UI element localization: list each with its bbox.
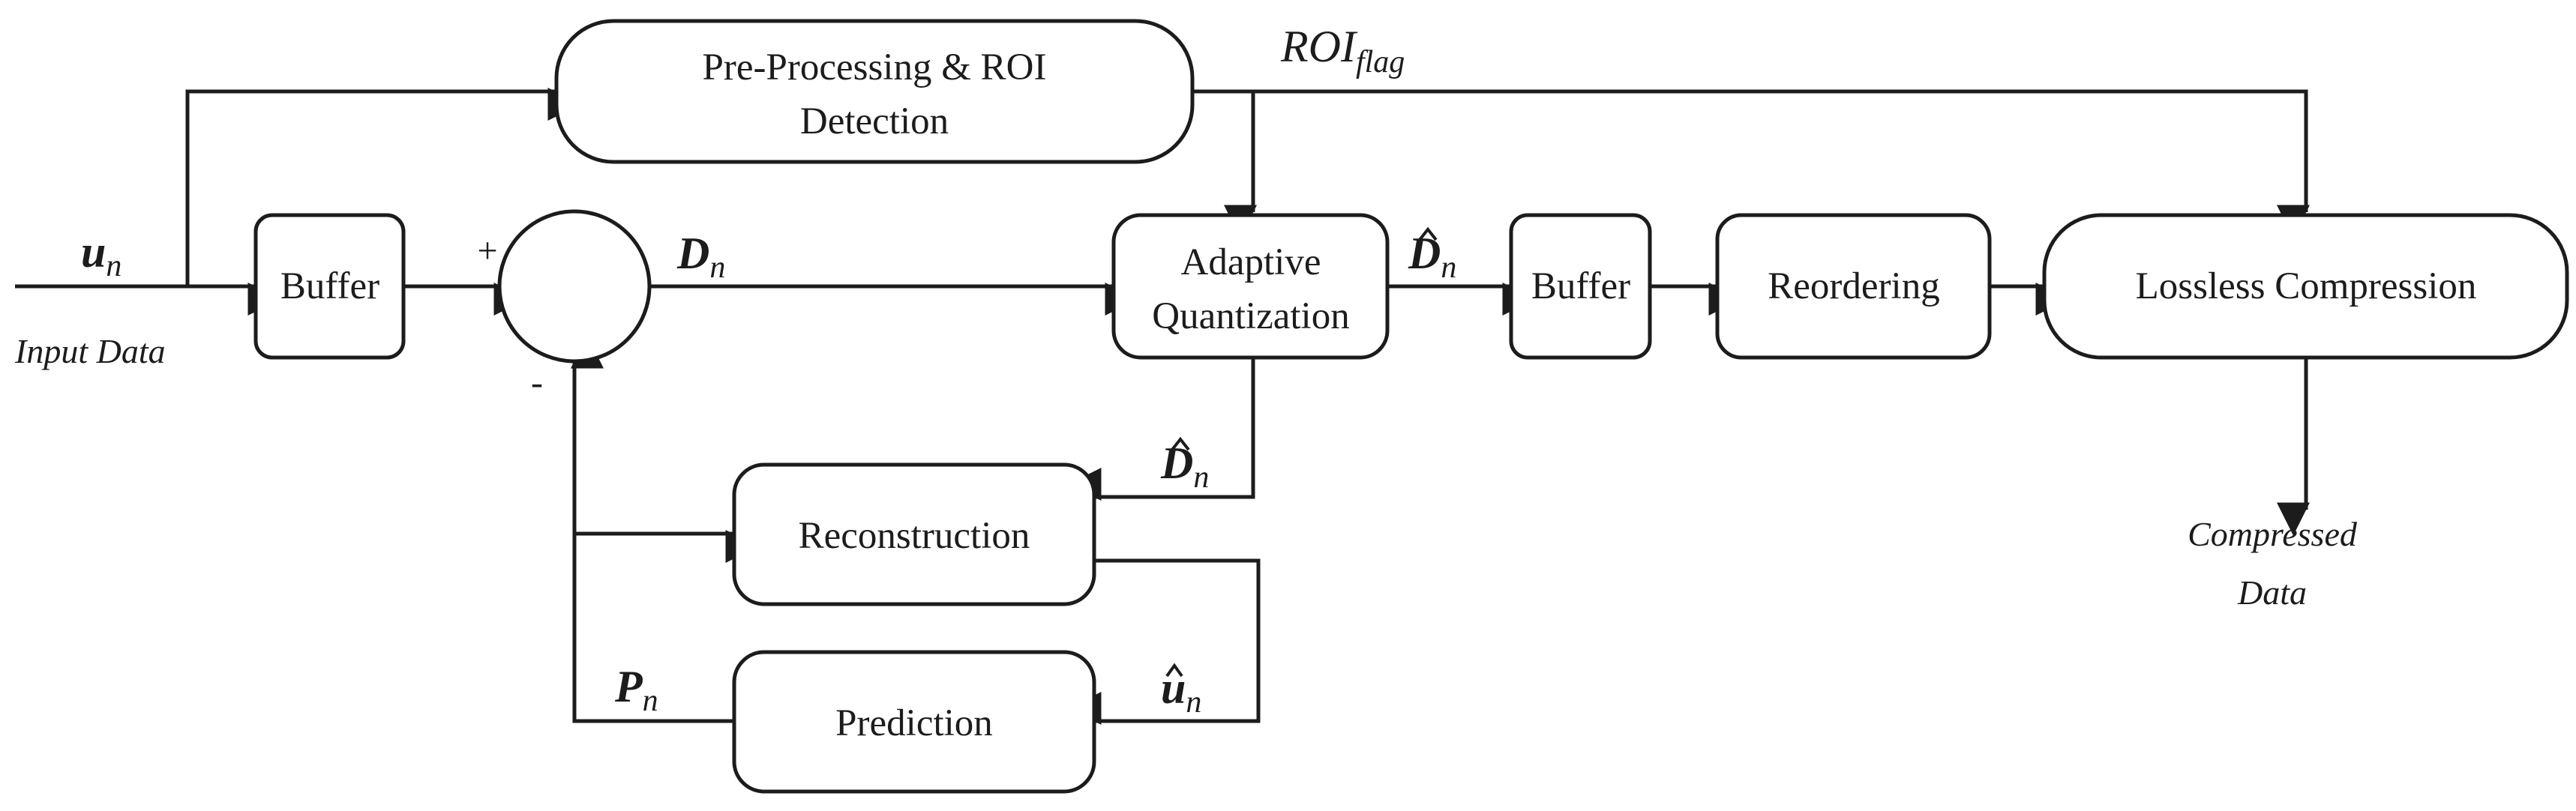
input-to-preprocessing-line bbox=[185, 88, 581, 286]
adaptive-quantization-label-line2: Quantization bbox=[1152, 295, 1349, 337]
buffer-output-block: Buffer bbox=[1509, 213, 1652, 360]
lossless-compression-label: Lossless Compression bbox=[2136, 265, 2477, 307]
summing-junction: + - bbox=[477, 209, 652, 403]
reordering-block: Reordering bbox=[1715, 213, 1992, 360]
buffer-output-label: Buffer bbox=[1531, 265, 1630, 307]
signal-d-hat-n-output: Dn bbox=[1408, 226, 1456, 285]
buffer-input-block: Buffer bbox=[253, 213, 406, 360]
signal-u-hat-n: un bbox=[1161, 663, 1201, 720]
signal-u-n: un bbox=[81, 227, 121, 283]
roi-flag-to-lossless-line bbox=[1192, 89, 2310, 238]
signal-d-hat-n-feedback: Dn bbox=[1160, 436, 1209, 495]
signal-p-n: Pn bbox=[614, 662, 658, 718]
preprocessing-block: Pre-Processing & ROI Detection bbox=[554, 19, 1195, 164]
reconstruction-to-prediction-line bbox=[1068, 558, 1261, 725]
reordering-label: Reordering bbox=[1768, 265, 1939, 307]
lossless-compression-block: Lossless Compression bbox=[2042, 213, 2569, 360]
preprocessing-label-line1: Pre-Processing & ROI bbox=[703, 46, 1047, 88]
reconstruction-block: Reconstruction bbox=[732, 462, 1096, 606]
connectors bbox=[15, 88, 2310, 725]
prediction-label: Prediction bbox=[835, 702, 993, 744]
buffer-input-label: Buffer bbox=[280, 265, 379, 307]
prediction-block: Prediction bbox=[732, 650, 1096, 794]
input-data-caption: Input Data bbox=[14, 332, 166, 370]
signal-d-n: Dn bbox=[676, 229, 725, 285]
svg-text:un: un bbox=[1161, 663, 1201, 720]
preprocessing-label-line2: Detection bbox=[800, 100, 949, 142]
quantizer-to-reconstruction-line bbox=[1068, 358, 1255, 501]
prediction-to-summer-line bbox=[571, 335, 733, 723]
reconstruction-label: Reconstruction bbox=[799, 515, 1030, 557]
summer-plus-sign: + bbox=[477, 231, 497, 271]
compressed-data-caption-line1: Compressed bbox=[2188, 515, 2358, 553]
adaptive-quantization-block: Adaptive Quantization bbox=[1111, 213, 1390, 360]
compressed-data-caption-line2: Data bbox=[2237, 573, 2307, 612]
signal-roi-flag: ROIflag bbox=[1280, 22, 1405, 79]
summer-minus-sign: - bbox=[531, 363, 543, 403]
adaptive-quantization-label-line1: Adaptive bbox=[1181, 241, 1321, 283]
